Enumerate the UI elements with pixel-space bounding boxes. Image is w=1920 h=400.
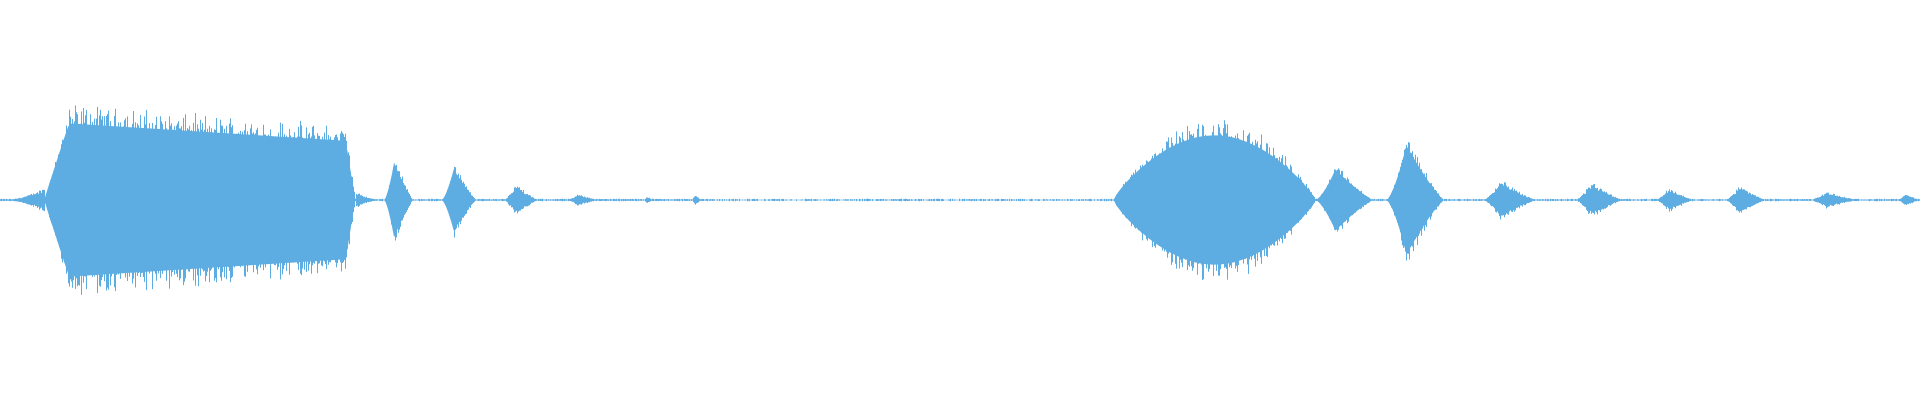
waveform-canvas[interactable] <box>0 0 1920 400</box>
audio-waveform[interactable] <box>0 0 1920 400</box>
